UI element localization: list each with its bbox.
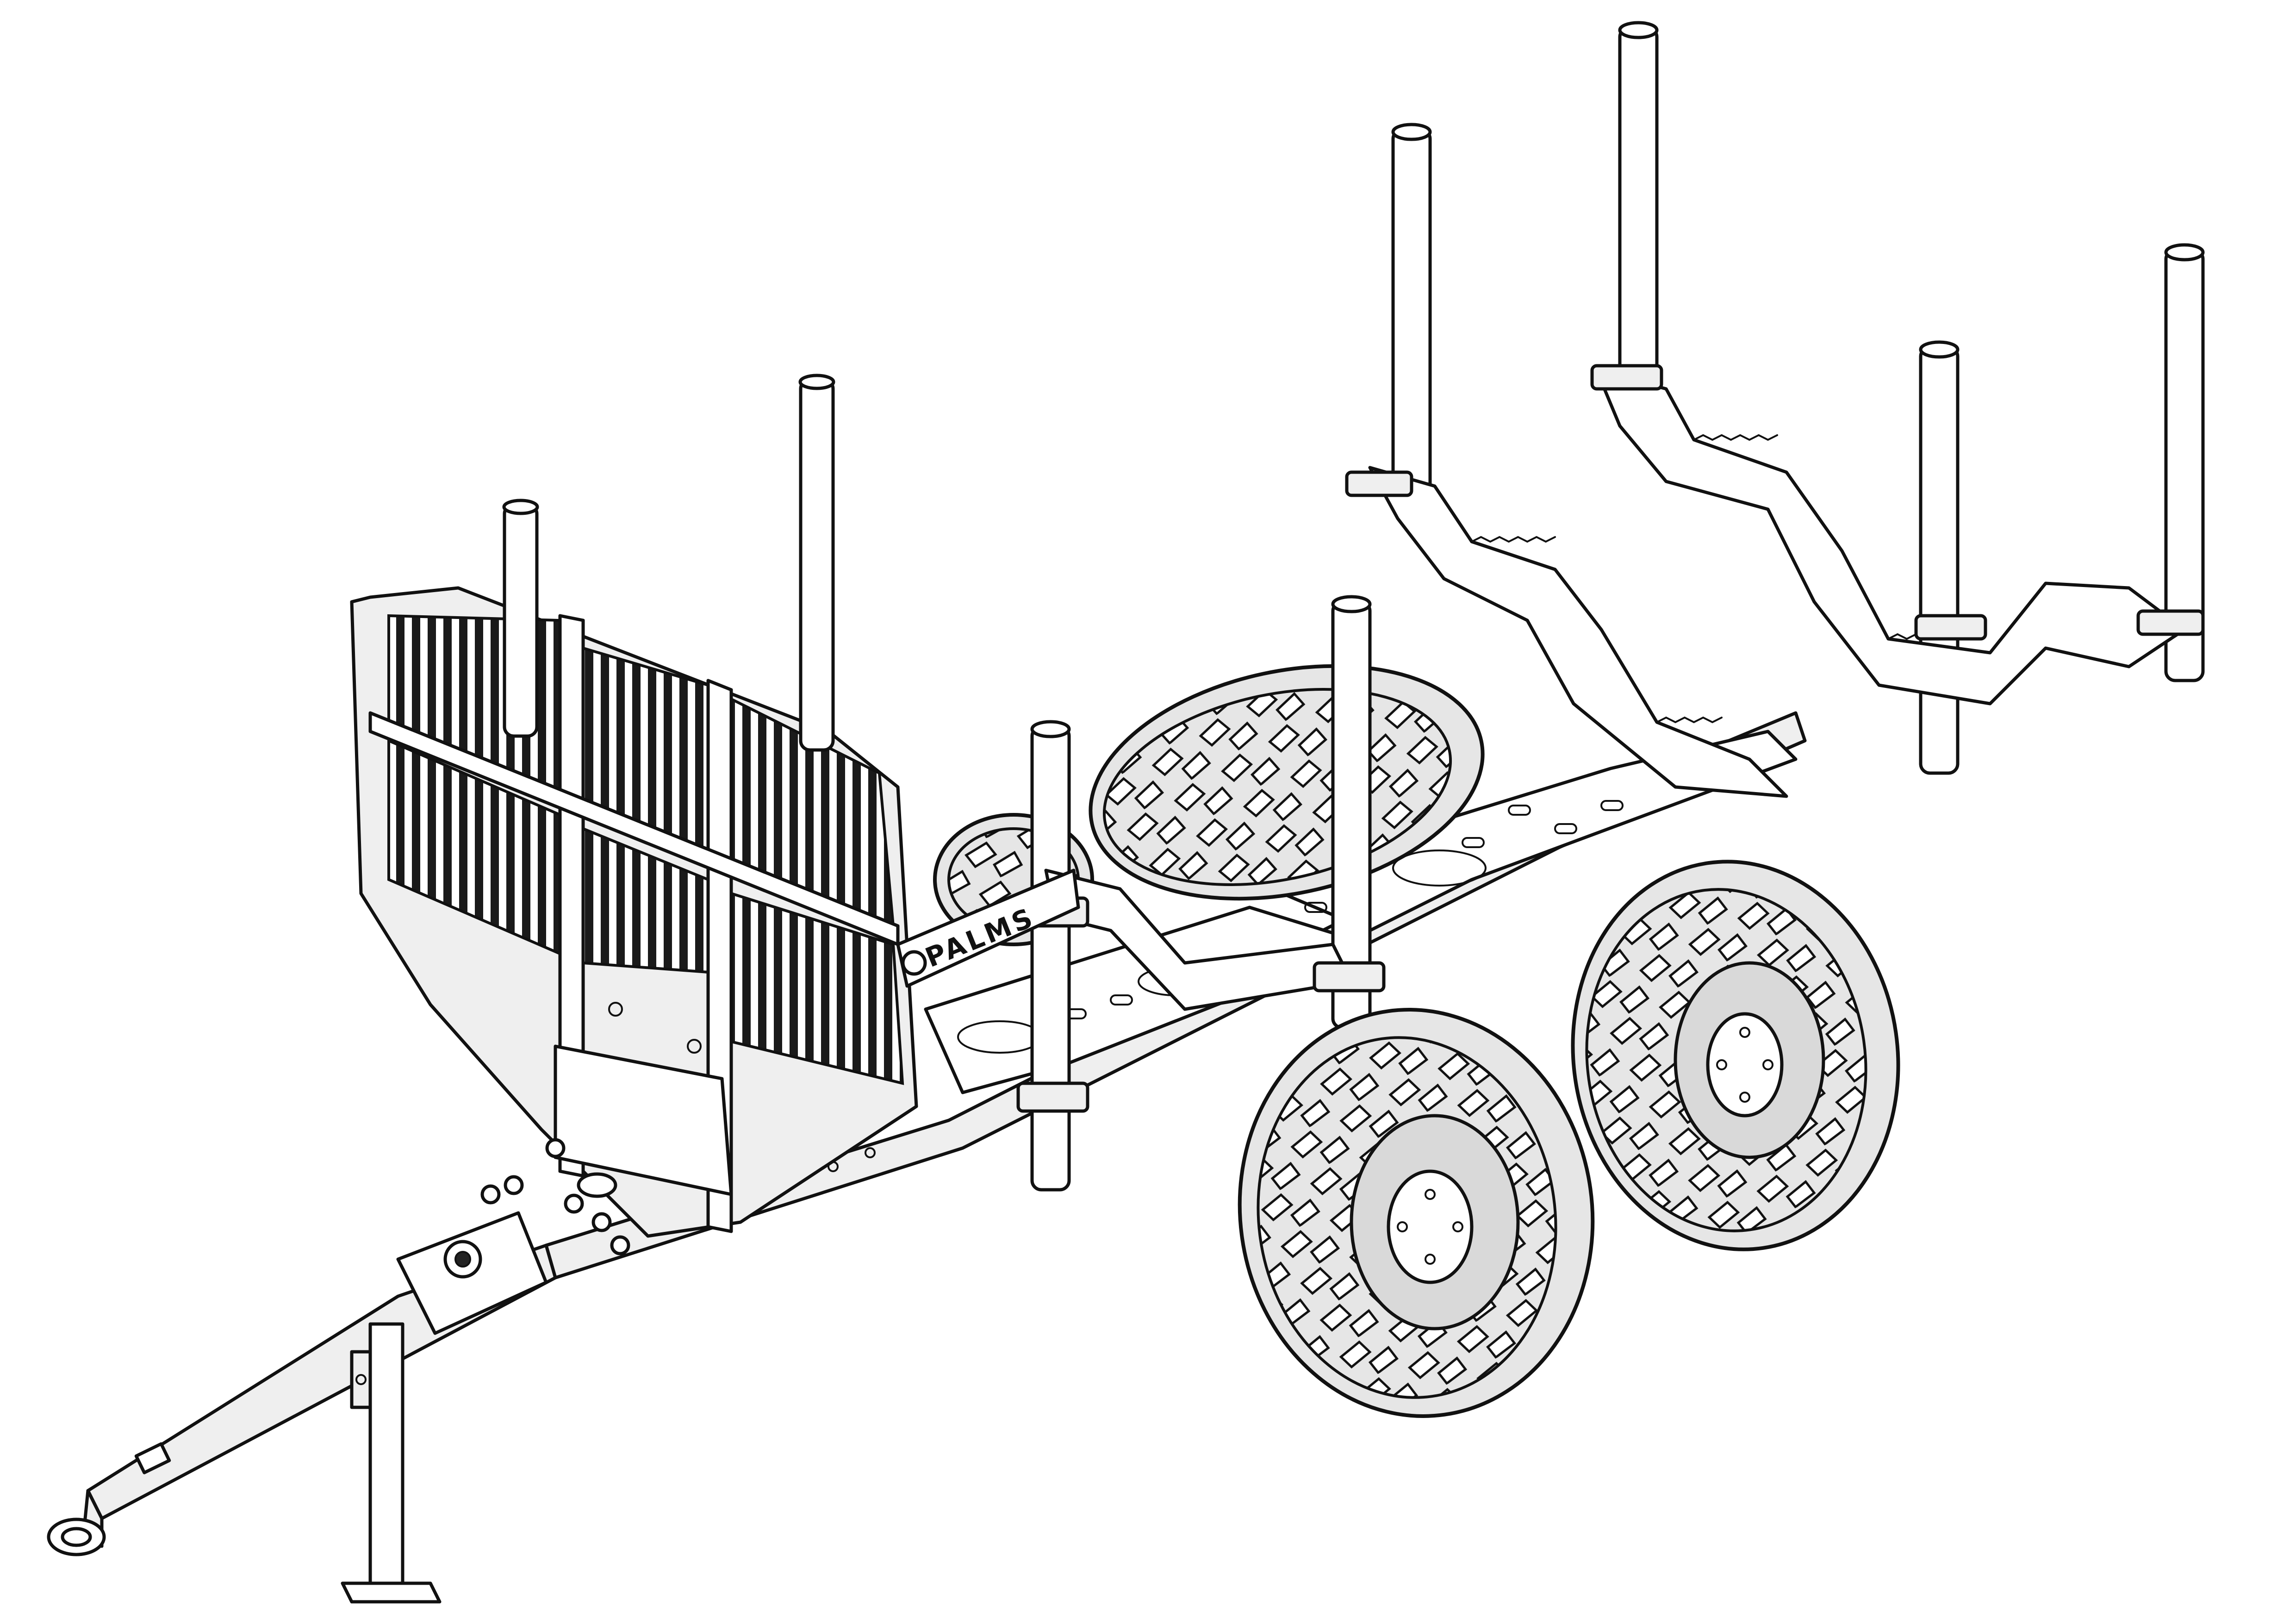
coupling-bolts [480,1138,630,1255]
headboard-guard [350,586,918,1238]
drawbar [47,1211,557,1556]
stake-post [1030,725,1071,1192]
hitch-eye [47,1518,106,1556]
stake-post [1919,345,1960,775]
bunks [1044,369,2186,1011]
right-rear-wheel [1571,860,1900,1251]
middle-bunk [1368,466,1788,798]
stake-post [1618,26,1659,400]
stake-posts [502,21,2205,1192]
right-front-wheel [1238,1008,1595,1418]
rear-bunk [1595,369,2186,706]
stake-post [503,503,539,738]
jack-stand [341,1322,442,1604]
stake-post [1391,128,1432,511]
stake-post [799,378,835,752]
